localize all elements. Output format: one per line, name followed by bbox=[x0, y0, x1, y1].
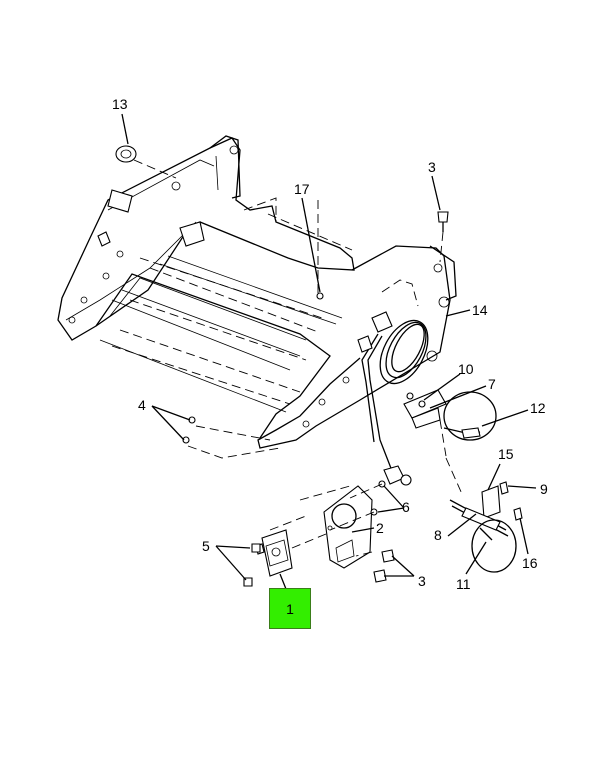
callout-6: 6 bbox=[402, 499, 410, 515]
parts-15-8-11-9-16-bracket bbox=[445, 457, 523, 573]
part-14-harness bbox=[357, 279, 429, 486]
callout-3-top: 3 bbox=[428, 159, 436, 175]
callout-5: 5 bbox=[202, 538, 210, 554]
callout-14: 14 bbox=[472, 302, 488, 318]
part-3-lower-bolts bbox=[355, 549, 395, 583]
part-6-screws bbox=[329, 480, 386, 531]
part-5-screws bbox=[243, 543, 261, 587]
callout-3-lower: 3 bbox=[418, 573, 426, 589]
part-1-highlight-button[interactable]: 1 bbox=[269, 588, 311, 629]
callout-9: 9 bbox=[540, 481, 548, 497]
part-4-screws bbox=[182, 416, 281, 459]
part-3-top-bolt bbox=[437, 211, 449, 263]
part-2-plate bbox=[299, 485, 373, 569]
callout-17: 17 bbox=[294, 181, 310, 197]
callout-11: 11 bbox=[456, 576, 471, 592]
part-13-grommet bbox=[115, 145, 177, 179]
callout-7: 7 bbox=[488, 376, 496, 392]
callout-15: 15 bbox=[498, 446, 514, 462]
callout-8: 8 bbox=[434, 527, 442, 543]
part-1-connector bbox=[255, 515, 327, 577]
callout-4: 4 bbox=[138, 397, 146, 413]
callout-1: 1 bbox=[286, 600, 294, 617]
callout-2: 2 bbox=[376, 520, 384, 536]
seat-frame bbox=[57, 135, 457, 449]
leader-lines bbox=[121, 113, 537, 595]
callout-13: 13 bbox=[112, 96, 128, 112]
callout-12: 12 bbox=[530, 400, 546, 416]
callout-16: 16 bbox=[522, 555, 538, 571]
callout-10: 10 bbox=[458, 361, 474, 377]
